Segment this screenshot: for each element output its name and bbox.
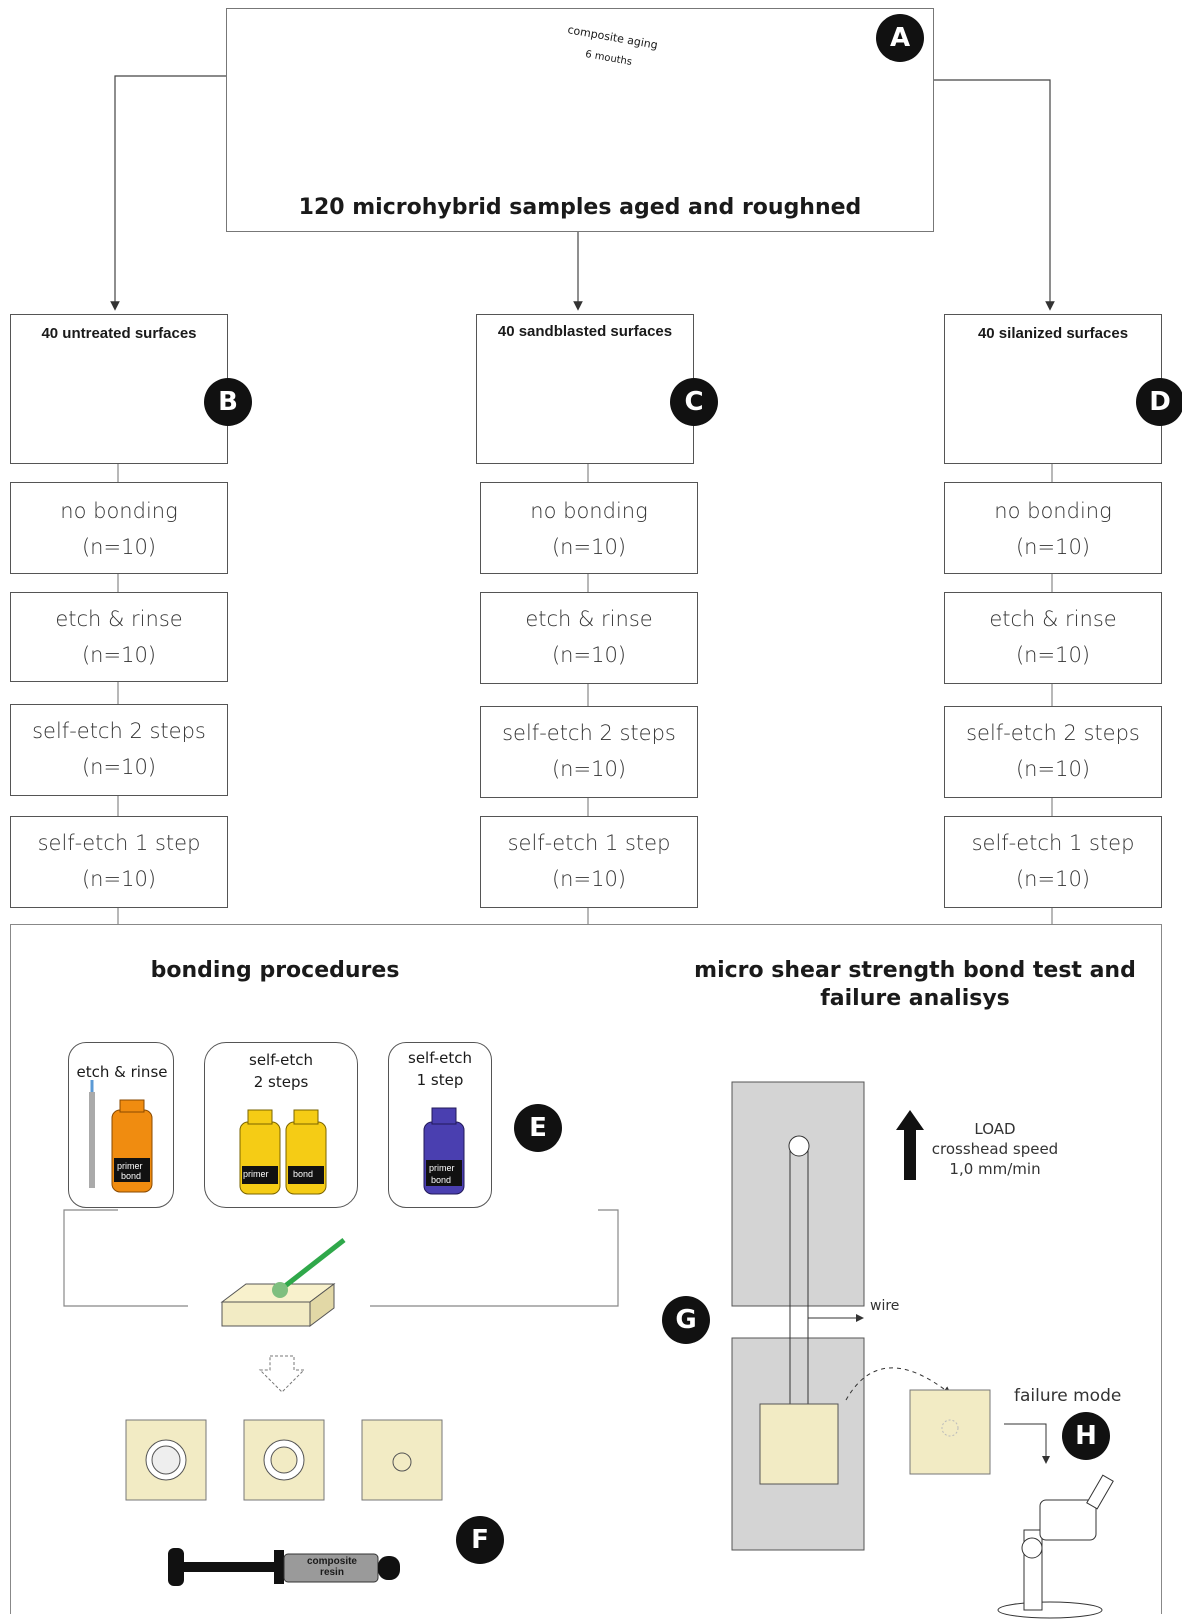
group-b-header-box: 40 untreated surfaces xyxy=(10,314,228,464)
group-d-title: 40 silanized surfaces xyxy=(977,325,1129,342)
test-fixture xyxy=(731,1081,991,1551)
speed-label: 1,0 mm/min xyxy=(949,1160,1041,1178)
cell-n: (n=10) xyxy=(81,755,156,779)
kit1-title: etch & rinse xyxy=(76,1063,168,1081)
kit2-title-1: self-etch xyxy=(249,1051,313,1069)
kit2-drawing xyxy=(239,1109,327,1195)
cell-n: (n=10) xyxy=(1015,535,1090,559)
kit1-bottle-label-1: primer xyxy=(117,1161,143,1171)
top-box: composite resin composite aging 6 mouths… xyxy=(226,8,934,232)
group-b-cell-2: self-etch 2 steps (n=10) xyxy=(10,704,228,796)
group-c-cell-1: etch & rinse (n=10) xyxy=(480,592,698,684)
cell-name: self-etch 1 step xyxy=(971,831,1135,855)
bonding-connectors xyxy=(63,1209,619,1307)
cell-name: no bonding xyxy=(530,499,648,523)
kit1-bottle-label-2: bond xyxy=(121,1171,142,1181)
kit3-bottle-label-1: primer xyxy=(429,1163,455,1173)
test-title-1: micro shear strength bond test and xyxy=(694,958,1136,983)
syringe-label-1: composite xyxy=(306,1556,357,1567)
label-h: H xyxy=(1062,1412,1110,1460)
kit3-bottle-label-2: bond xyxy=(431,1175,452,1185)
down-arrow-icon xyxy=(258,1355,306,1393)
cell-n: (n=10) xyxy=(1015,643,1090,667)
mold-samples xyxy=(125,1419,443,1501)
failure-mode-label: failure mode xyxy=(1014,1386,1122,1406)
kit3-title-1: self-etch xyxy=(408,1049,472,1067)
label-g: G xyxy=(662,1296,710,1344)
group-d-header-box: 40 silanized surfaces xyxy=(944,314,1162,464)
group-b-cell-0: no bonding (n=10) xyxy=(10,482,228,574)
group-b-cell-1: etch & rinse (n=10) xyxy=(10,592,228,682)
top-connectors xyxy=(110,75,1055,311)
group-c-cell-2: self-etch 2 steps (n=10) xyxy=(480,706,698,798)
label-b: B xyxy=(204,378,252,426)
group-c-title: 40 sandblasted surfaces xyxy=(497,323,673,340)
bonding-title: bonding procedures xyxy=(150,958,400,983)
group-d-cell-3: self-etch 1 step (n=10) xyxy=(944,816,1162,908)
load-label: LOAD xyxy=(974,1120,1016,1138)
cell-name: self-etch 1 step xyxy=(37,831,201,855)
composite-syringe xyxy=(168,1548,400,1586)
kit2-bottle2-label: bond xyxy=(293,1169,314,1179)
cell-name: no bonding xyxy=(994,499,1112,523)
cell-n: (n=10) xyxy=(81,643,156,667)
cell-n: (n=10) xyxy=(551,643,626,667)
top-caption: 120 microhybrid samples aged and roughne… xyxy=(298,195,862,220)
aging-time-label: 6 mouths xyxy=(584,48,633,69)
crosshead-label: crosshead speed xyxy=(931,1140,1059,1158)
cell-name: etch & rinse xyxy=(55,607,183,631)
kit3-frame: self-etch 1 step primer bond xyxy=(388,1042,492,1208)
label-e: E xyxy=(514,1104,562,1152)
cell-n: (n=10) xyxy=(551,535,626,559)
syringe-label-2: resin xyxy=(320,1567,344,1578)
wire-label: wire xyxy=(870,1298,900,1314)
label-d: D xyxy=(1136,378,1182,426)
group-c-header-box: 40 sandblasted surfaces xyxy=(476,314,694,464)
group-c-cell-3: self-etch 1 step (n=10) xyxy=(480,816,698,908)
group-d-cell-1: etch & rinse (n=10) xyxy=(944,592,1162,684)
kit1-drawing xyxy=(89,1080,153,1193)
cell-name: etch & rinse xyxy=(989,607,1117,631)
cell-n: (n=10) xyxy=(81,535,156,559)
group-c-cell-0: no bonding (n=10) xyxy=(480,482,698,574)
group-d-cell-2: self-etch 2 steps (n=10) xyxy=(944,706,1162,798)
bottom-panel xyxy=(10,924,1162,1614)
label-f: F xyxy=(456,1516,504,1564)
cell-n: (n=10) xyxy=(81,867,156,891)
group-d-cell-0: no bonding (n=10) xyxy=(944,482,1162,574)
cell-n: (n=10) xyxy=(551,867,626,891)
cell-name: no bonding xyxy=(60,499,178,523)
test-title-2: failure analisys xyxy=(820,986,1010,1011)
cell-n: (n=10) xyxy=(1015,867,1090,891)
kit3-title-2: 1 step xyxy=(416,1071,464,1089)
cell-name: self-etch 2 steps xyxy=(502,721,676,745)
kit3-drawing xyxy=(423,1107,465,1195)
label-a: A xyxy=(876,14,924,62)
cell-n: (n=10) xyxy=(551,757,626,781)
cell-n: (n=10) xyxy=(1015,757,1090,781)
kit1-frame: etch & rinse primer bond xyxy=(68,1042,174,1208)
cell-name: self-etch 1 step xyxy=(507,831,671,855)
aging-label: composite aging xyxy=(566,23,659,52)
group-b-cell-3: self-etch 1 step (n=10) xyxy=(10,816,228,908)
bonding-sample-block xyxy=(220,1238,346,1327)
syringe-label: composite resin xyxy=(322,36,376,71)
label-c: C xyxy=(670,378,718,426)
kit2-frame: self-etch 2 steps primer bond xyxy=(204,1042,358,1208)
microscope-drawing xyxy=(997,1423,1114,1619)
group-b-title: 40 untreated surfaces xyxy=(41,325,197,342)
kit2-bottle1-label: primer xyxy=(243,1169,269,1179)
cell-name: self-etch 2 steps xyxy=(966,721,1140,745)
cell-name: etch & rinse xyxy=(525,607,653,631)
cell-name: self-etch 2 steps xyxy=(32,719,206,743)
kit2-title-2: 2 steps xyxy=(253,1073,309,1091)
